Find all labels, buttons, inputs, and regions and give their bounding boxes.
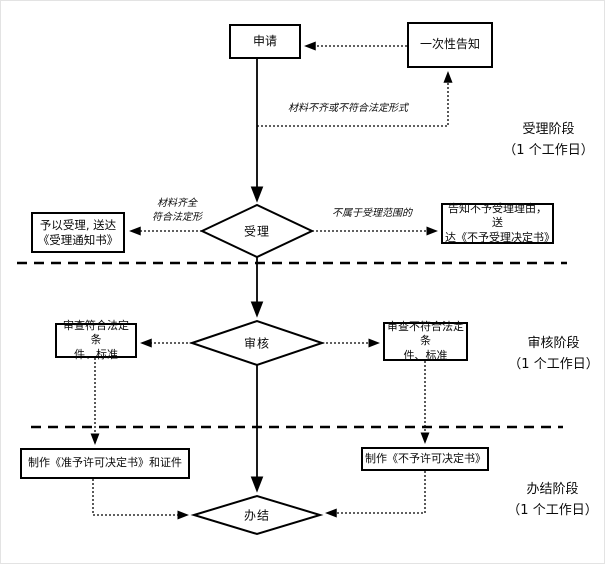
accept-diamond-label: 受理 bbox=[243, 224, 271, 239]
review-pass-box: 审查符合法定条 件、标准 bbox=[55, 319, 137, 361]
edge-label-materials-complete: 材料齐全 符合法定形 bbox=[152, 198, 202, 223]
edge-reject-box-to-close bbox=[325, 471, 426, 518]
apply-box: 申请 bbox=[229, 24, 301, 59]
stage-label-review: 审核阶段 （1 个工作日） bbox=[496, 334, 604, 376]
stage-label-close: 办结阶段 （1 个工作日） bbox=[495, 480, 604, 522]
stage-review-name: 审核阶段 bbox=[527, 336, 580, 351]
close-diamond-label: 办结 bbox=[243, 508, 271, 523]
stage-review-duration: （1 个工作日） bbox=[508, 356, 599, 372]
stage-close-name: 办结阶段 bbox=[526, 482, 579, 497]
stage-label-acceptance: 受理阶段 （1 个工作日） bbox=[491, 120, 604, 162]
review-fail-box: 审查不符合法定条 件、标准 bbox=[383, 320, 468, 362]
stage-acceptance-duration: （1 个工作日） bbox=[503, 142, 594, 158]
stage-acceptance-name: 受理阶段 bbox=[522, 122, 575, 137]
accept-notice-box: 予以受理, 送达 《受理通知书》 bbox=[31, 212, 125, 253]
reject-notice-box: 告知不予受理理由，送 达《不予受理决定书》 bbox=[441, 202, 555, 244]
make-permit-box: 制作《准予许可决定书》和证件 bbox=[20, 448, 190, 479]
one-time-notify-box: 一次性告知 bbox=[407, 22, 493, 68]
edge-label-out-of-scope: 不属于受理范围的 bbox=[332, 208, 412, 219]
edge-permit-box-to-close bbox=[92, 479, 189, 520]
edge-incomplete-to-notify bbox=[257, 71, 453, 127]
review-diamond-label: 审核 bbox=[243, 336, 271, 351]
make-reject-box: 制作《不予许可决定书》 bbox=[361, 447, 489, 471]
close-diamond-shape bbox=[190, 494, 324, 536]
stage-close-duration: （1 个工作日） bbox=[507, 502, 598, 518]
edge-label-materials-incomplete: 材料不齐或不符合法定形式 bbox=[288, 103, 408, 114]
